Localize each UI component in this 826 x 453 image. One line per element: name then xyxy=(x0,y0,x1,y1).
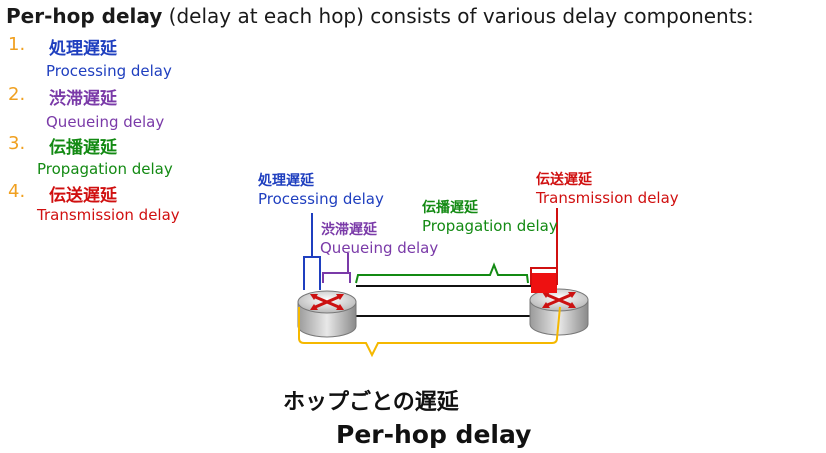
diagram-transmission-en: Transmission delay xyxy=(536,189,679,207)
diagram-propagation-en: Propagation delay xyxy=(422,217,558,235)
transmission-packet-box xyxy=(531,273,557,293)
perhop-caption-en: Per-hop delay xyxy=(336,420,532,449)
list-item-3-jp: 伝播遅延 xyxy=(49,138,117,158)
diagram-queueing-en: Queueing delay xyxy=(320,239,439,257)
list-item-4-jp: 伝送遅延 xyxy=(49,186,117,206)
diagram-processing-en: Processing delay xyxy=(258,190,384,208)
list-item-2-en: Queueing delay xyxy=(46,113,165,131)
queueing-bracket xyxy=(322,272,351,283)
processing-bracket xyxy=(303,256,321,290)
list-item-1-jp: 処理遅延 xyxy=(49,39,117,59)
perhop-bracket xyxy=(298,306,561,358)
list-number-3: 3. xyxy=(8,133,26,154)
perhop-caption-jp: ホップごとの遅延 xyxy=(283,390,459,415)
list-item-3-en: Propagation delay xyxy=(37,160,173,178)
slide-title: Per-hop delay (delay at each hop) consis… xyxy=(6,4,754,28)
list-number-4: 4. xyxy=(8,181,26,202)
list-number-2: 2. xyxy=(8,84,26,105)
propagation-bracket xyxy=(355,262,529,284)
title-rest: (delay at each hop) consists of various … xyxy=(162,4,754,28)
diagram-propagation-jp: 伝播遅延 xyxy=(422,200,478,216)
list-item-1-en: Processing delay xyxy=(46,62,172,80)
diagram-transmission-jp: 伝送遅延 xyxy=(536,172,592,188)
transmission-bracket xyxy=(530,267,558,285)
title-bold: Per-hop delay xyxy=(6,4,163,28)
list-item-2-jp: 渋滞遅延 xyxy=(49,89,117,109)
list-number-1: 1. xyxy=(8,34,26,55)
list-item-4-en: Transmission delay xyxy=(37,206,180,224)
diagram-queueing-jp: 渋滞遅延 xyxy=(321,222,377,238)
diagram-processing-jp: 処理遅延 xyxy=(258,173,314,189)
left-router-icon xyxy=(297,290,357,338)
